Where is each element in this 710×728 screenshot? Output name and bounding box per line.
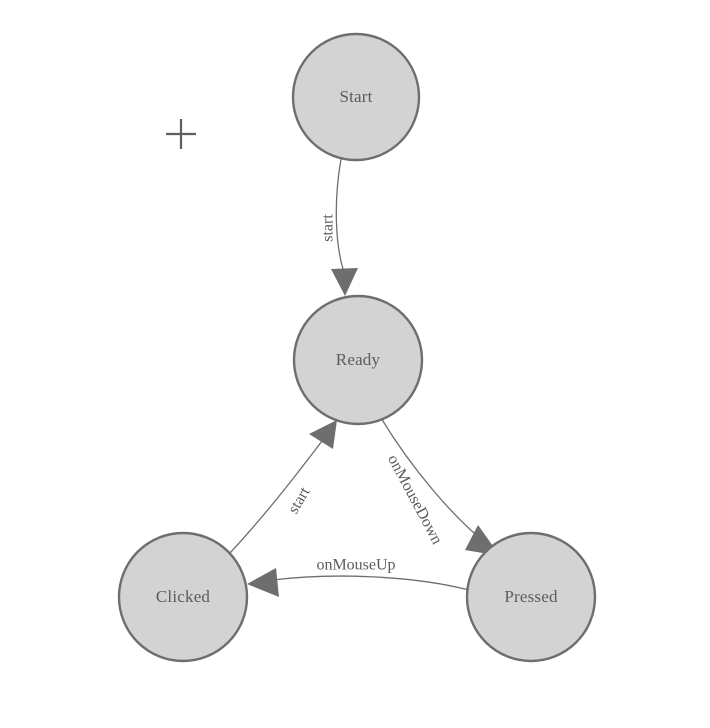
edge-clicked-to-ready-path — [229, 440, 323, 554]
edge-label-pressed-to-clicked: onMouseUp — [316, 557, 395, 574]
edge-pressed-to-clicked[interactable]: onMouseUp — [247, 557, 470, 597]
edge-label-ready-to-pressed: onMouseDown — [384, 452, 445, 547]
node-pressed-label: Pressed — [504, 587, 558, 606]
node-pressed-circle — [465, 531, 597, 663]
node-ready-label: Ready — [336, 350, 381, 369]
node-start-circle — [291, 32, 421, 162]
edge-start-to-ready-arrowhead — [331, 268, 358, 296]
node-start-label: Start — [339, 87, 372, 106]
node-pressed[interactable]: Pressed — [465, 531, 597, 663]
edge-ready-to-pressed[interactable]: onMouseDown — [380, 417, 500, 556]
edge-pressed-to-clicked-arrowhead — [247, 568, 279, 597]
edge-label-start-to-ready: start — [320, 214, 337, 242]
edge-clicked-to-ready-arrowhead — [309, 420, 337, 449]
crosshair-icon[interactable] — [166, 119, 196, 149]
node-clicked[interactable]: Clicked — [117, 531, 249, 663]
node-ready[interactable]: Ready — [292, 294, 424, 426]
node-clicked-circle — [117, 531, 249, 663]
node-start[interactable]: Start — [291, 32, 421, 162]
edge-start-to-ready[interactable]: start — [320, 158, 358, 296]
edge-clicked-to-ready[interactable]: start — [229, 420, 337, 554]
node-clicked-label: Clicked — [156, 587, 211, 606]
edge-label-clicked-to-ready: start — [285, 484, 314, 517]
node-ready-circle — [292, 294, 424, 426]
edge-pressed-to-clicked-path — [272, 575, 470, 591]
edge-start-to-ready-path — [335, 158, 345, 273]
